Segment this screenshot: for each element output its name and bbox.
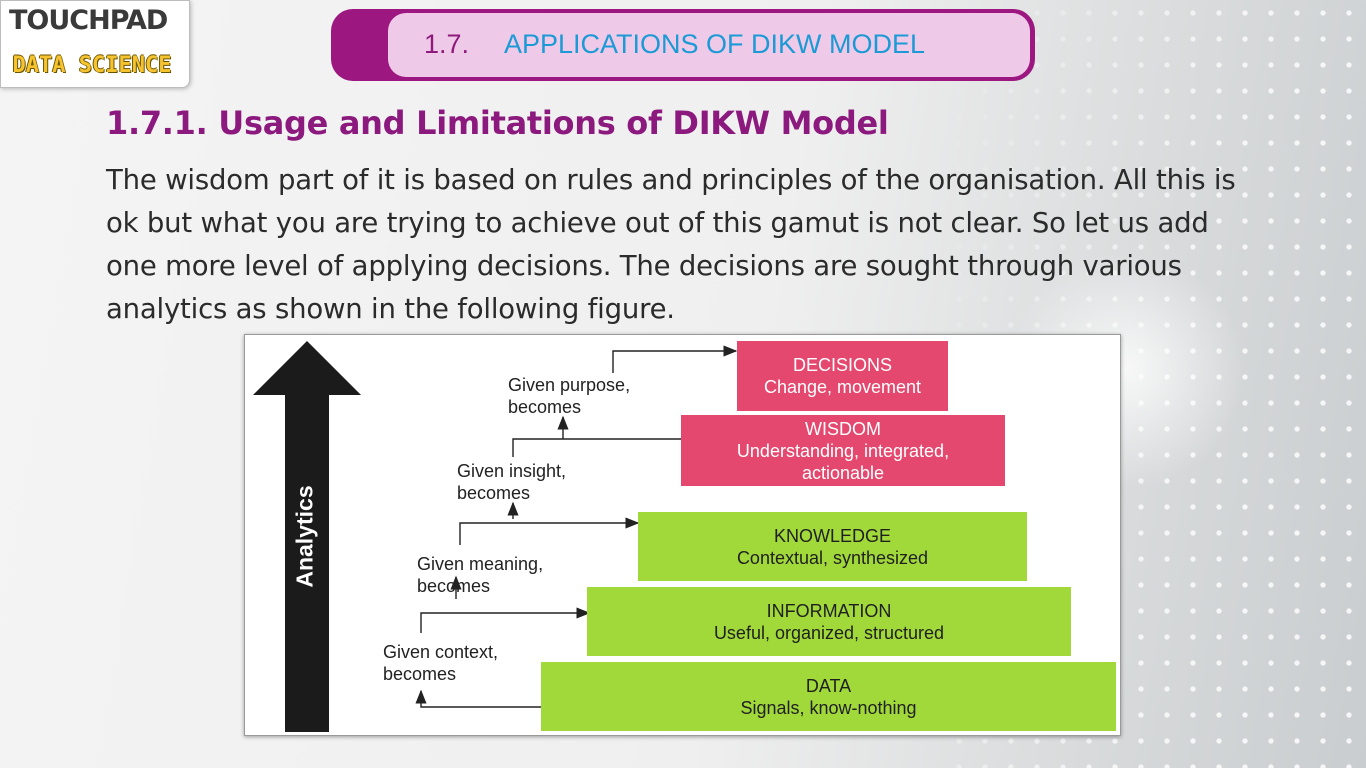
paragraph-line: analytics as shown in the following figu… [106, 293, 675, 325]
transition-insight: Given insight, becomes [457, 460, 566, 504]
connector-wisdom [512, 438, 682, 457]
level-name: DECISIONS [792, 355, 893, 375]
paragraph-line: ok but what you are trying to achieve ou… [106, 207, 1209, 239]
logo-subtitle: DATA SCIENCE [12, 53, 172, 78]
dikw-figure: Analytics DECISIONS Change, movement WIS… [244, 334, 1121, 736]
transition-purpose: Given purpose, becomes [508, 374, 630, 418]
level-decisions: DECISIONS Change, movement [737, 341, 948, 411]
level-name: KNOWLEDGE [773, 525, 892, 546]
transition-line: becomes [383, 664, 457, 684]
connector-information [420, 607, 591, 633]
level-desc: Signals, know-nothing [740, 697, 917, 718]
level-desc: actionable [801, 462, 885, 483]
header-banner-inner [388, 13, 1030, 77]
level-desc: Change, movement [763, 377, 922, 397]
transition-line: Given purpose, [508, 375, 631, 395]
transition-line: becomes [457, 483, 531, 503]
transition-context: Given context, becomes [383, 641, 498, 685]
level-desc: Contextual, synthesized [736, 547, 929, 568]
paragraph-line: one more level of applying decisions. Th… [106, 250, 1182, 282]
connector-data [415, 689, 541, 708]
level-desc: Understanding, integrated, [736, 440, 950, 461]
level-name: INFORMATION [766, 600, 892, 621]
paragraph-line: The wisdom part of it is based on rules … [106, 164, 1236, 196]
header-title: APPLICATIONS OF DIKW MODEL [504, 29, 926, 59]
transition-line: Given insight, [457, 461, 567, 481]
level-name: WISDOM [805, 418, 881, 439]
transition-line: becomes [417, 576, 491, 596]
logo-wordmark: TOUCHPAD [9, 5, 168, 36]
touchpad-logo: TOUCHPAD DATA SCIENCE [0, 0, 190, 88]
analytics-label: Analytics [291, 485, 318, 588]
header-number: 1.7. [424, 29, 470, 59]
body-paragraph: The wisdom part of it is based on rules … [106, 159, 1296, 331]
analytics-arrow [253, 341, 361, 732]
level-knowledge: KNOWLEDGE Contextual, synthesized [638, 512, 1027, 581]
section-title: 1.7.1. Usage and Limitations of DIKW Mod… [106, 104, 889, 142]
transition-line: Given meaning, [417, 554, 544, 574]
transition-line: Given context, [383, 642, 499, 662]
level-desc: Useful, organized, structured [713, 622, 945, 643]
transition-line: becomes [508, 397, 582, 417]
level-wisdom: WISDOM Understanding, integrated, action… [681, 415, 1005, 486]
figure-connectors [253, 341, 738, 732]
connector-knowledge [459, 517, 640, 545]
transition-meaning: Given meaning, becomes [417, 553, 543, 597]
level-name: DATA [805, 675, 852, 696]
connector-decisions [612, 345, 738, 373]
level-data: DATA Signals, know-nothing [541, 662, 1116, 731]
level-information: INFORMATION Useful, organized, structure… [587, 587, 1071, 656]
